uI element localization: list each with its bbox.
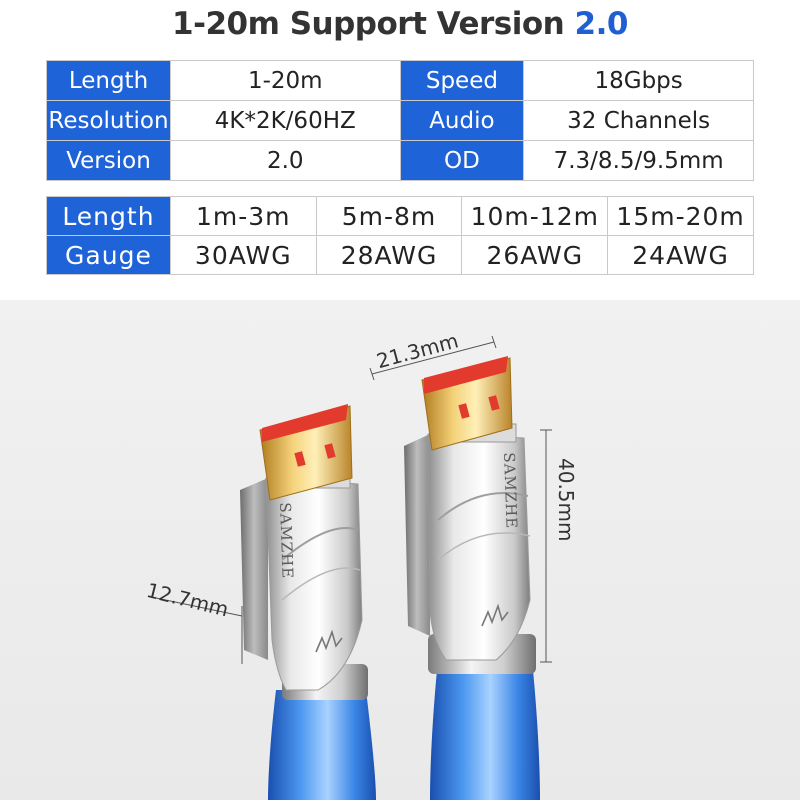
right-logo-icon	[481, 603, 509, 627]
left-shell-side	[240, 478, 268, 660]
width-dimension-line	[371, 341, 495, 375]
length-cell: 10m-12m	[461, 196, 609, 236]
table-row: Resolution 4K*2K/60HZ Audio 32 Channels	[46, 100, 754, 141]
right-hdmi-connector	[404, 356, 540, 800]
right-plug-hole	[488, 395, 500, 411]
spec-label: Version	[46, 140, 171, 181]
page-title: 1-20m Support Version 2.0	[0, 6, 800, 42]
specs-table: Length 1-20m Speed 18Gbps Resolution 4K*…	[46, 60, 754, 181]
spec-value: 4K*2K/60HZ	[169, 100, 401, 141]
spec-value: 2.0	[169, 140, 401, 181]
length-cell: 5m-8m	[315, 196, 463, 236]
gauge-cell: 30AWG	[169, 235, 317, 275]
left-plug-hole	[294, 451, 306, 467]
left-plug-hole	[324, 443, 336, 459]
left-shell	[265, 477, 363, 691]
width-tick	[491, 335, 497, 349]
brand-text-right: SAMZHE	[500, 452, 521, 530]
table-row: Gauge 30AWG 28AWG 26AWG 24AWG	[46, 235, 754, 275]
table-row: Length 1m-3m 5m-8m 10m-12m 15m-20m	[46, 196, 754, 236]
spec-value: 1-20m	[169, 60, 401, 101]
table-row: Version 2.0 OD 7.3/8.5/9.5mm	[46, 140, 754, 181]
gauge-cell: 24AWG	[607, 235, 754, 275]
spec-label: OD	[399, 140, 525, 181]
spec-label: Audio	[399, 100, 525, 141]
title-text: 1-20m Support Version	[172, 6, 565, 42]
width-tick	[369, 367, 375, 381]
right-plug-hole	[458, 403, 470, 419]
title-version: 2.0	[574, 6, 629, 42]
spec-value: 32 Channels	[523, 100, 754, 141]
left-hdmi-connector	[240, 404, 376, 800]
left-shell-contour	[281, 567, 361, 601]
length-cell: 15m-20m	[607, 196, 754, 236]
right-shell-side	[404, 434, 430, 636]
gauge-row-label: Gauge	[46, 235, 171, 275]
gauge-cell: 28AWG	[315, 235, 463, 275]
gauge-table: Length 1m-3m 5m-8m 10m-12m 15m-20m Gauge…	[46, 196, 754, 275]
table-row: Length 1-20m Speed 18Gbps	[46, 60, 754, 101]
spec-label: Resolution	[46, 100, 171, 141]
spec-label: Length	[46, 60, 171, 101]
right-shell-contour	[437, 492, 529, 521]
left-plug-insulator	[262, 404, 348, 442]
left-shell-contour	[281, 527, 359, 561]
spec-value: 7.3/8.5/9.5mm	[523, 140, 754, 181]
left-cable	[268, 690, 376, 800]
right-plug-insulator	[424, 356, 508, 394]
left-logo-icon	[315, 629, 343, 653]
height-dimension-label: 40.5mm	[554, 458, 578, 542]
thickness-dimension-line	[155, 597, 243, 617]
brand-text-left: SAMZHE	[276, 502, 297, 580]
length-cell: 1m-3m	[169, 196, 317, 236]
right-cable	[430, 660, 540, 800]
dimension-lines	[155, 335, 552, 664]
gauge-cell: 26AWG	[461, 235, 609, 275]
right-shell-contour	[437, 532, 531, 561]
right-shell	[427, 433, 531, 661]
